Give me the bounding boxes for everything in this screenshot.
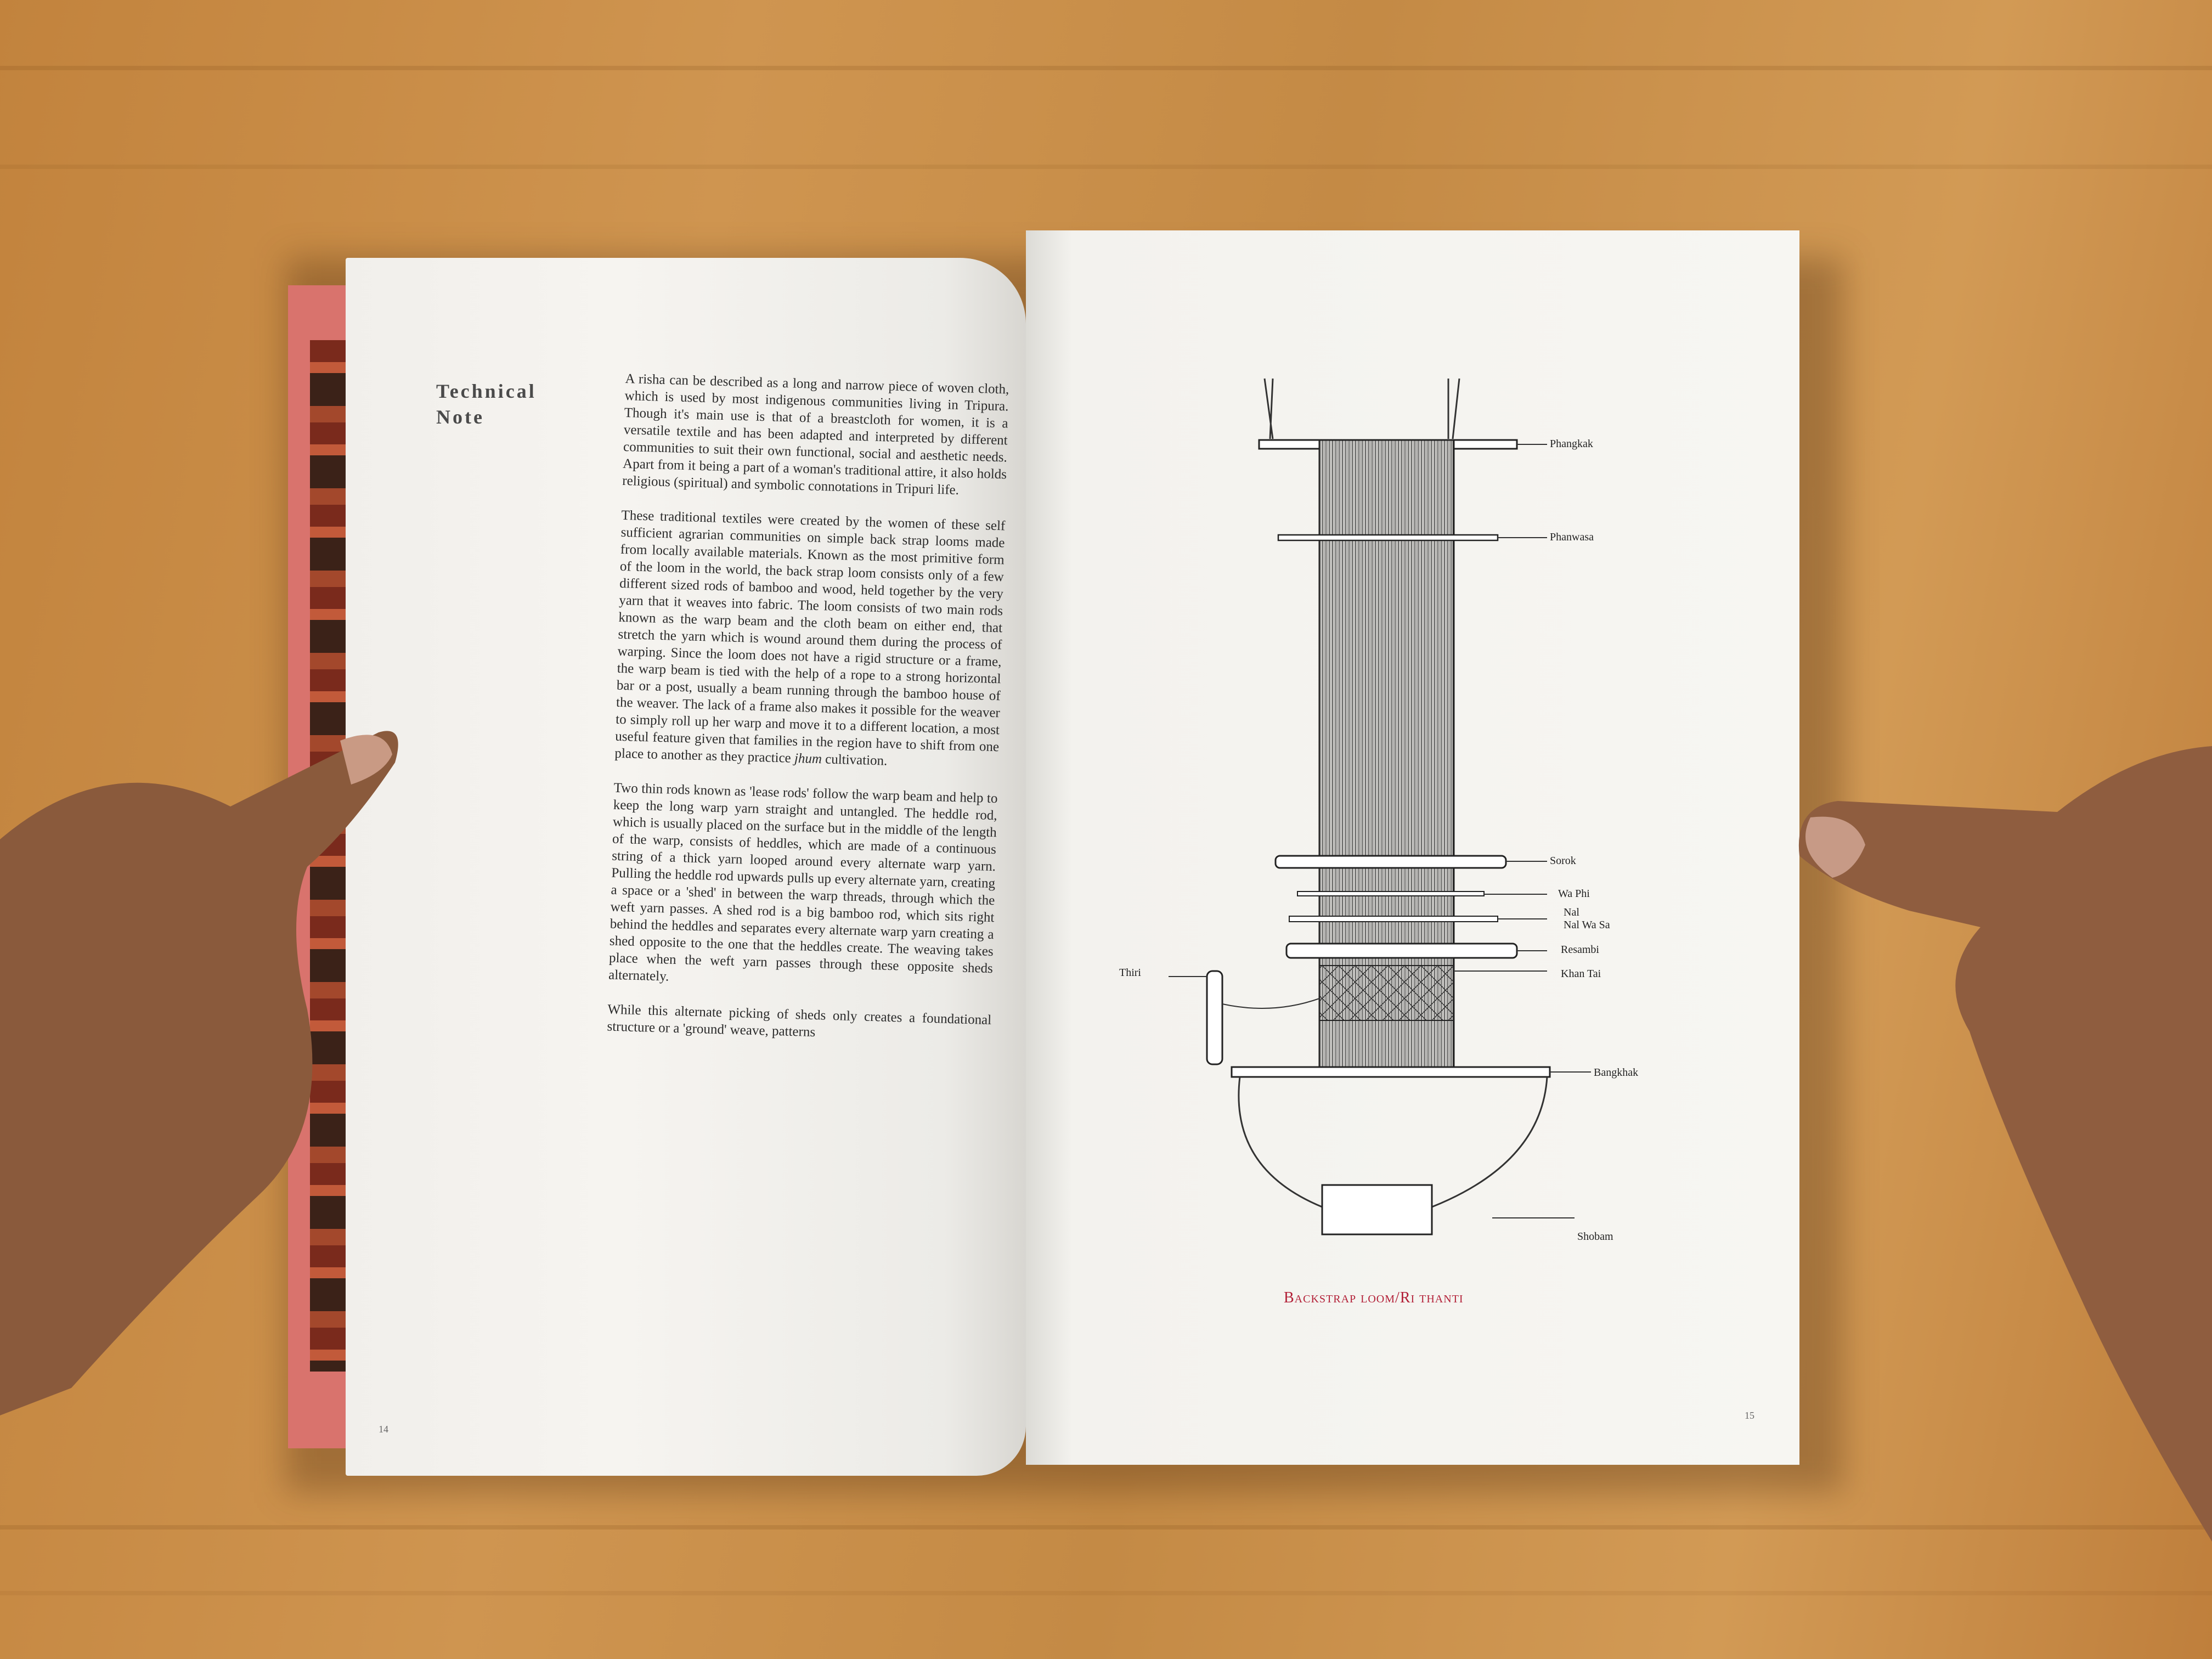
wood-grain xyxy=(0,165,2212,169)
label-wa-phi: Wa Phi xyxy=(1558,888,1590,900)
label-bangkhak: Bangkhak xyxy=(1594,1066,1639,1079)
wood-grain xyxy=(0,66,2212,70)
paragraph: While this alternate picking of sheds on… xyxy=(607,1002,992,1040)
paragraph: A risha can be described as a long and n… xyxy=(622,371,1009,498)
right-hand-icon xyxy=(1798,746,2212,1542)
wood-grain xyxy=(0,1525,2212,1530)
paragraph: These traditional textiles were created … xyxy=(614,507,1006,769)
label-phangkak: Phangkak xyxy=(1550,438,1593,450)
label-thiri: Thiri xyxy=(1119,967,1141,979)
loom-illustration xyxy=(1169,378,1591,1235)
section-title: Technical Note xyxy=(436,380,537,428)
left-page[interactable] xyxy=(346,258,1026,1476)
body-text: A risha can be described as a long and n… xyxy=(606,370,1009,1063)
label-shobam: Shobam xyxy=(1577,1231,1613,1243)
page-number-right: 15 xyxy=(1745,1410,1754,1421)
paragraph: Two thin rods known as 'lease rods' foll… xyxy=(608,780,998,984)
label-nal: Nal xyxy=(1564,906,1579,918)
label-khan-tai: Khan Tai xyxy=(1561,968,1601,980)
label-phanwasa: Phanwasa xyxy=(1550,531,1594,543)
label-nal-wa-sa: Nal Wa Sa xyxy=(1564,919,1610,931)
wood-grain xyxy=(0,1591,2212,1595)
page-number-left: 14 xyxy=(379,1424,388,1435)
left-hand-icon xyxy=(0,731,398,1415)
figure-caption: Backstrap loom/Ri thanti xyxy=(1284,1289,1464,1306)
label-sorok: Sorok xyxy=(1550,855,1576,867)
label-resambi: Resambi xyxy=(1561,944,1599,956)
